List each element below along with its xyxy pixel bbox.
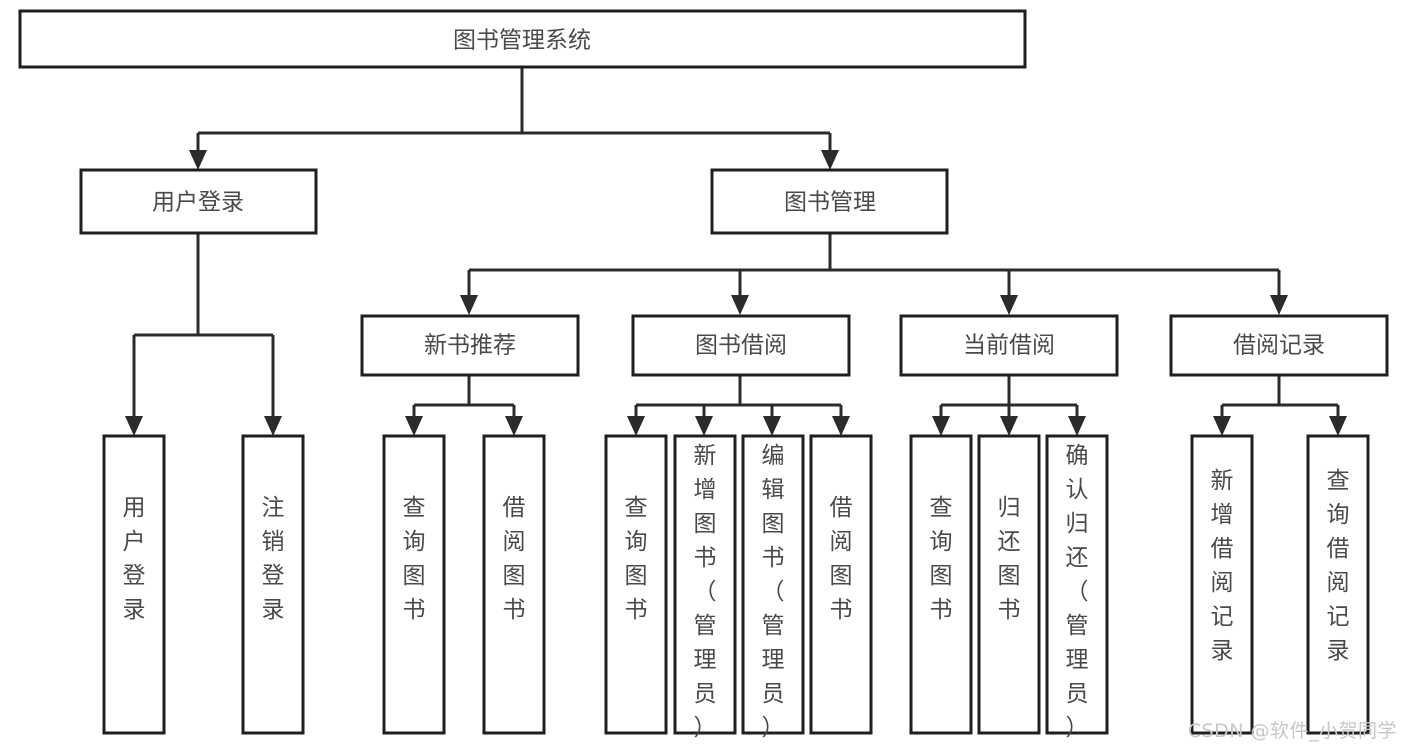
node-user-login-box[interactable] xyxy=(79,168,318,235)
node-new-book-recommend-box[interactable] xyxy=(360,314,580,377)
node-leaf-query-book-1-label: 查询图书 xyxy=(403,495,426,623)
arrow-to-leaf-query-record xyxy=(1329,416,1347,436)
node-borrow-record-box[interactable] xyxy=(1169,314,1389,377)
arrow-to-user-login xyxy=(189,150,207,170)
node-leaf-add-book[interactable]: 新增图书（管理员） xyxy=(673,434,737,741)
arrow-to-leaf-logout-login xyxy=(264,416,282,436)
node-leaf-user-login-box[interactable] xyxy=(102,434,166,735)
arrow-to-leaf-borrow-book-1 xyxy=(505,416,523,436)
node-leaf-query-book-1-box[interactable] xyxy=(382,434,446,735)
arrow-to-new-book-recommend xyxy=(460,295,478,315)
node-leaf-confirm-return[interactable]: 确认归还（管理员） xyxy=(1045,434,1109,741)
arrow-to-leaf-add-record xyxy=(1213,416,1231,436)
connector-layer xyxy=(125,67,1347,436)
arrow-to-leaf-query-book-1 xyxy=(405,416,423,436)
node-current-borrow-label: 当前借阅 xyxy=(963,333,1055,359)
arrow-to-leaf-edit-book xyxy=(763,416,781,436)
node-leaf-borrow-book-2[interactable]: 借阅图书 xyxy=(809,434,873,735)
node-leaf-add-record-box[interactable] xyxy=(1190,434,1254,735)
node-leaf-borrow-book-2-label: 借阅图书 xyxy=(830,495,853,623)
node-leaf-confirm-return-box[interactable] xyxy=(1045,434,1109,735)
node-leaf-add-record[interactable]: 新增借阅记录 xyxy=(1190,434,1254,735)
node-leaf-query-book-2[interactable]: 查询图书 xyxy=(604,434,668,735)
node-leaf-add-record-label: 新增借阅记录 xyxy=(1211,468,1234,664)
node-leaf-add-book-box[interactable] xyxy=(673,434,737,735)
node-leaf-query-record[interactable]: 查询借阅记录 xyxy=(1306,434,1370,735)
arrow-to-leaf-borrow-book-2 xyxy=(832,416,850,436)
node-current-borrow[interactable]: 当前借阅 xyxy=(899,314,1119,377)
node-leaf-query-record-label: 查询借阅记录 xyxy=(1327,468,1350,664)
arrow-to-leaf-confirm-return xyxy=(1068,416,1086,436)
arrow-to-borrow-record xyxy=(1270,295,1288,315)
node-current-borrow-box[interactable] xyxy=(899,314,1119,377)
arrow-to-leaf-query-book-3 xyxy=(932,416,950,436)
node-leaf-return-book-label: 归还图书 xyxy=(998,495,1021,623)
node-leaf-query-book-3-label: 查询图书 xyxy=(930,495,953,623)
node-leaf-query-book-2-label: 查询图书 xyxy=(625,495,648,623)
node-leaf-add-book-label: 新增图书（管理员） xyxy=(694,443,717,741)
arrow-to-leaf-add-book xyxy=(695,416,713,436)
node-book-borrow-box[interactable] xyxy=(631,314,851,377)
node-book-borrow-label: 图书借阅 xyxy=(695,333,787,359)
node-user-login[interactable]: 用户登录 xyxy=(79,168,318,235)
node-book-manage-box[interactable] xyxy=(710,168,949,235)
node-new-book-recommend-label: 新书推荐 xyxy=(424,333,516,359)
node-leaf-user-login-label: 用户登录 xyxy=(123,495,146,623)
node-leaf-borrow-book-2-box[interactable] xyxy=(809,434,873,735)
node-book-manage-label: 图书管理 xyxy=(784,190,876,216)
node-leaf-borrow-book-1-label: 借阅图书 xyxy=(503,495,526,623)
node-leaf-query-book-3-box[interactable] xyxy=(909,434,973,735)
node-leaf-logout-login[interactable]: 注销登录 xyxy=(241,434,305,735)
node-root-label: 图书管理系统 xyxy=(453,28,591,54)
arrow-to-book-borrow xyxy=(731,295,749,315)
node-leaf-borrow-book-1[interactable]: 借阅图书 xyxy=(482,434,546,735)
node-leaf-logout-login-box[interactable] xyxy=(241,434,305,735)
node-borrow-record[interactable]: 借阅记录 xyxy=(1169,314,1389,377)
node-leaf-edit-book[interactable]: 编辑图书（管理员） xyxy=(741,434,805,741)
node-leaf-query-book-1[interactable]: 查询图书 xyxy=(382,434,446,735)
node-leaf-borrow-book-1-box[interactable] xyxy=(482,434,546,735)
node-root-box[interactable] xyxy=(18,9,1027,69)
node-user-login-label: 用户登录 xyxy=(152,190,244,216)
arrow-to-leaf-return-book xyxy=(1000,416,1018,436)
arrow-to-current-borrow xyxy=(1000,295,1018,315)
arrow-to-leaf-user-login xyxy=(125,416,143,436)
node-book-borrow[interactable]: 图书借阅 xyxy=(631,314,851,377)
node-leaf-user-login[interactable]: 用户登录 xyxy=(102,434,166,735)
node-leaf-confirm-return-label: 确认归还（管理员） xyxy=(1066,443,1089,741)
arrow-to-leaf-query-book-2 xyxy=(627,416,645,436)
node-borrow-record-label: 借阅记录 xyxy=(1233,333,1325,359)
arrow-to-book-manage xyxy=(821,150,839,170)
node-book-manage[interactable]: 图书管理 xyxy=(710,168,949,235)
node-leaf-edit-book-label: 编辑图书（管理员） xyxy=(762,443,785,741)
node-leaf-edit-book-box[interactable] xyxy=(741,434,805,735)
node-leaf-logout-login-label: 注销登录 xyxy=(262,495,285,623)
csdn-watermark: CSDN @软件_小贺同学 xyxy=(1187,720,1397,742)
node-new-book-recommend[interactable]: 新书推荐 xyxy=(360,314,580,377)
node-leaf-return-book[interactable]: 归还图书 xyxy=(977,434,1041,735)
node-leaf-return-book-box[interactable] xyxy=(977,434,1041,735)
node-root[interactable]: 图书管理系统 xyxy=(18,9,1027,69)
node-leaf-query-record-box[interactable] xyxy=(1306,434,1370,735)
node-leaf-query-book-3[interactable]: 查询图书 xyxy=(909,434,973,735)
node-leaf-query-book-2-box[interactable] xyxy=(604,434,668,735)
